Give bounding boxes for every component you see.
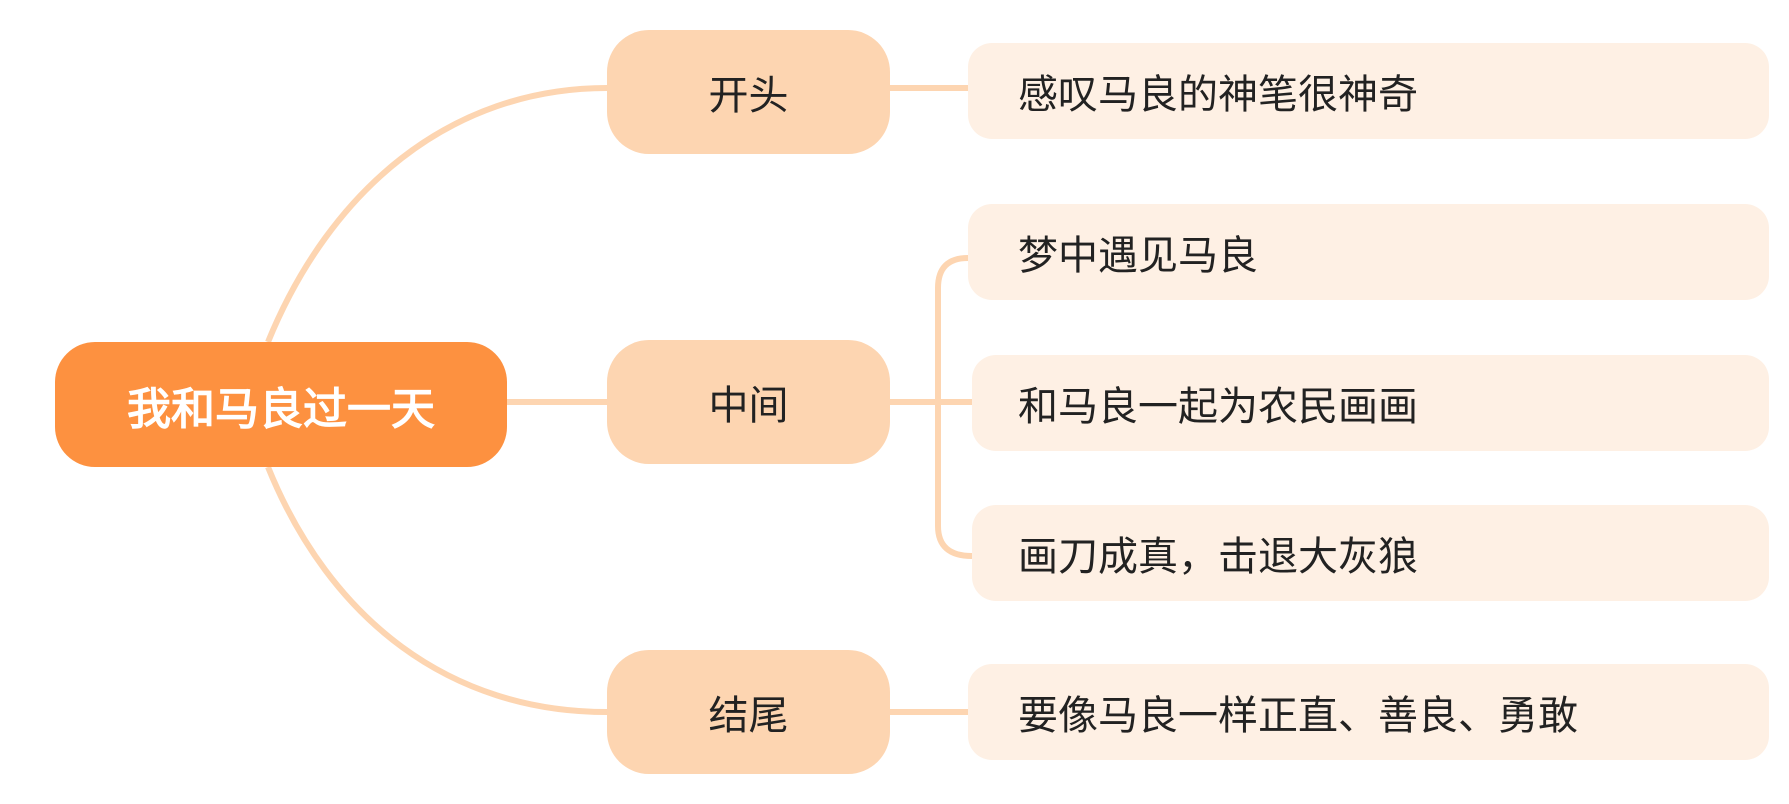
connector-root-start	[265, 85, 608, 344]
leaf-node[interactable]: 画刀成真，击退大灰狼	[972, 505, 1769, 601]
leaf-node[interactable]: 要像马良一样正直、善良、勇敢	[968, 664, 1769, 760]
leaf-label: 和马良一起为农民画画	[1018, 384, 1418, 430]
leaf-label: 画刀成真，击退大灰狼	[1018, 534, 1418, 580]
connector-root-end	[265, 465, 608, 715]
root-node[interactable]: 我和马良过一天	[55, 342, 507, 467]
leaf-node[interactable]: 感叹马良的神笔很神奇	[968, 43, 1769, 139]
leaf-label: 梦中遇见马良	[1018, 233, 1258, 279]
branch-start[interactable]: 开头	[607, 30, 890, 154]
root-label: 我和马良过一天	[127, 383, 435, 435]
leaf-label: 要像马良一样正直、善良、勇敢	[1018, 693, 1578, 739]
branch-label: 开头	[708, 73, 789, 119]
branch-label: 结尾	[708, 693, 789, 739]
leaf-node[interactable]: 和马良一起为农民画画	[972, 355, 1769, 451]
leaf-label: 感叹马良的神笔很神奇	[1018, 72, 1418, 118]
connector-middle-bracket	[935, 255, 973, 559]
branch-label: 中间	[708, 383, 789, 429]
leaf-node[interactable]: 梦中遇见马良	[968, 204, 1769, 300]
branch-end[interactable]: 结尾	[607, 650, 890, 774]
branch-middle[interactable]: 中间	[607, 340, 890, 464]
